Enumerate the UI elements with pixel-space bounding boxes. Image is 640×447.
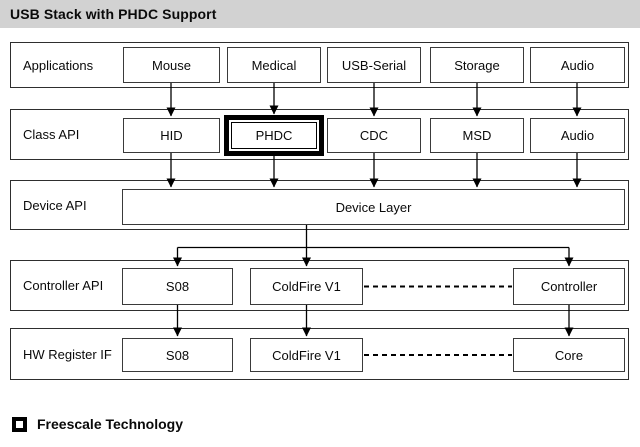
box-phdc-label: PHDC xyxy=(231,122,317,149)
box-audio-class: Audio xyxy=(530,118,625,153)
box-s08-hw: S08 xyxy=(122,338,233,372)
title-bar: USB Stack with PHDC Support xyxy=(0,0,640,28)
box-storage: Storage xyxy=(430,47,524,83)
legend: Freescale Technology xyxy=(12,416,183,432)
freescale-highlight-swatch-icon xyxy=(12,416,27,432)
box-phdc-highlighted: PHDC xyxy=(224,115,324,156)
row-label-applications: Applications xyxy=(23,57,94,73)
row-label-device-api: Device API xyxy=(23,197,87,213)
row-label-class-api: Class API xyxy=(23,127,80,142)
box-cdc: CDC xyxy=(327,118,421,153)
box-controller: Controller xyxy=(513,268,625,305)
box-coldfire-controller: ColdFire V1 xyxy=(250,268,363,305)
box-coldfire-hw: ColdFire V1 xyxy=(250,338,363,372)
box-core: Core xyxy=(513,338,625,372)
box-usb-serial: USB-Serial xyxy=(327,47,421,83)
box-device-layer: Device Layer xyxy=(122,189,625,225)
diagram-title: USB Stack with PHDC Support xyxy=(10,6,217,22)
box-s08-controller: S08 xyxy=(122,268,233,305)
legend-label: Freescale Technology xyxy=(37,416,184,432)
row-label-controller-api: Controller API xyxy=(23,278,104,293)
box-msd: MSD xyxy=(430,118,524,153)
box-mouse: Mouse xyxy=(123,47,220,83)
row-label-hw-register-if: HW Register IF xyxy=(23,346,112,362)
box-audio-app: Audio xyxy=(530,47,625,83)
box-medical: Medical xyxy=(227,47,321,83)
box-hid: HID xyxy=(123,118,220,153)
